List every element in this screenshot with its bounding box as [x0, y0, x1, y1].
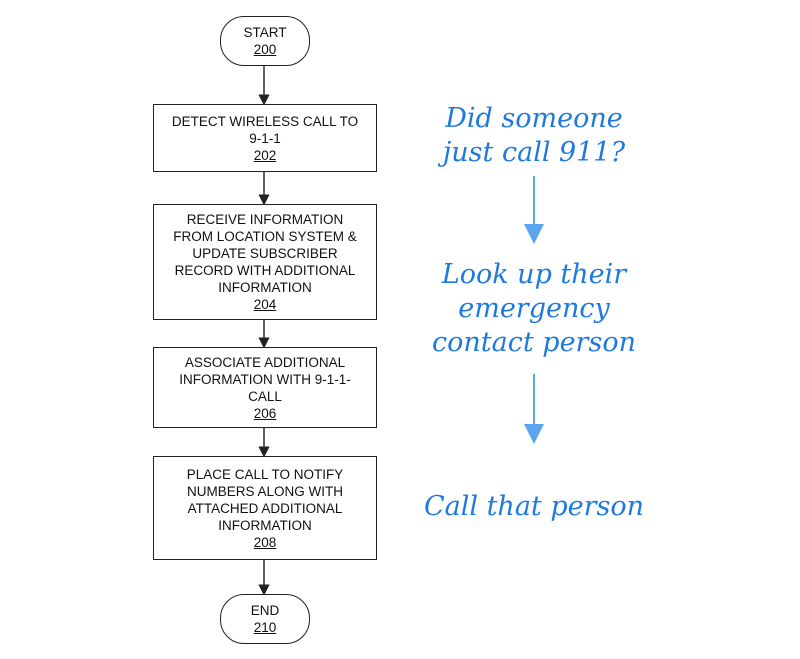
end-label: END — [250, 603, 280, 618]
step-208: PLACE CALL TO NOTIFY NUMBERS ALONG WITH … — [153, 456, 377, 560]
start-ref: 200 — [253, 42, 277, 57]
step-204-line-3: UPDATE SUBSCRIBER — [192, 246, 338, 261]
step-208-line-3: ATTACHED ADDITIONAL — [187, 500, 343, 516]
step-202-line-1: DETECT WIRELESS CALL TO — [171, 113, 359, 129]
step-202-line-2: 9-1-1 — [249, 130, 281, 146]
step-204-line-1: RECEIVE INFORMATION — [186, 212, 344, 227]
step-204-line-4: RECORD WITH ADDITIONAL — [174, 263, 356, 278]
step-206-line-3: CALL — [248, 388, 282, 404]
annotation-3: Call that person — [404, 490, 664, 524]
annotation-1: Did someone just call 911? — [404, 102, 664, 170]
step-208-line-4: INFORMATION — [218, 517, 312, 533]
step-204-line-2: FROM LOCATION SYSTEM & — [173, 229, 357, 244]
step-208-line-2: NUMBERS ALONG WITH — [186, 483, 343, 499]
step-206-line-2: INFORMATION WITH 9-1-1- — [179, 371, 351, 387]
step-202-ref: 202 — [253, 147, 277, 163]
annotation-3-line-1: Call that person — [423, 491, 645, 522]
step-204: RECEIVE INFORMATION FROM LOCATION SYSTEM… — [153, 204, 377, 320]
annotation-1-line-1: Did someone — [445, 103, 623, 134]
annotation-2-line-3: contact person — [432, 327, 636, 358]
step-208-line-1: PLACE CALL TO NOTIFY — [186, 466, 344, 482]
step-206-line-1: ASSOCIATE ADDITIONAL — [184, 354, 346, 370]
step-206-ref: 206 — [253, 405, 277, 421]
step-204-line-5: INFORMATION — [218, 280, 312, 295]
start-label: START — [243, 25, 287, 40]
start-node: START 200 — [220, 16, 310, 66]
annotation-2-line-2: emergency — [458, 293, 610, 324]
step-202: DETECT WIRELESS CALL TO 9-1-1 202 — [153, 104, 377, 172]
step-206: ASSOCIATE ADDITIONAL INFORMATION WITH 9-… — [153, 347, 377, 428]
annotation-1-line-2: just call 911? — [442, 137, 626, 168]
step-208-ref: 208 — [253, 534, 277, 550]
end-ref: 210 — [253, 620, 277, 635]
annotation-2-line-1: Look up their — [441, 259, 627, 290]
annotation-2: Look up their emergency contact person — [404, 258, 664, 360]
end-node: END 210 — [220, 594, 310, 644]
step-204-ref: 204 — [253, 297, 277, 312]
